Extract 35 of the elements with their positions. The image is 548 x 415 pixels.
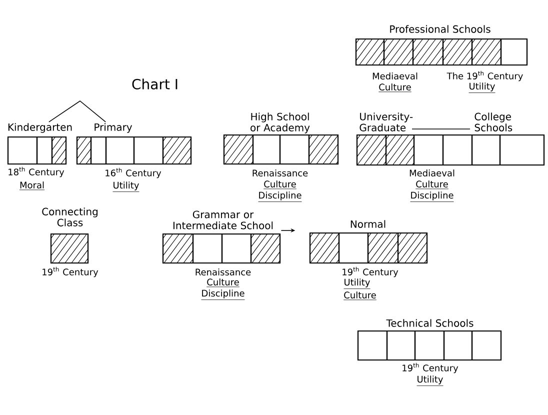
caption-label: Moral (19, 182, 45, 190)
caption-label: 18$^{th}$ Century (8, 166, 64, 178)
caption-label: Culture (378, 84, 412, 92)
caption-label: Utility (468, 82, 496, 93)
connector-line (48, 100, 106, 122)
caption-label: Discipline (258, 192, 302, 202)
heading-label: College Schools (474, 112, 512, 132)
caption-label: The 19$^{th}$ Century (446, 70, 523, 82)
caption-label: Culture (206, 278, 240, 288)
heading-label: Technical Schools (386, 319, 474, 327)
caption-label: Utility (416, 376, 444, 386)
caption-label: 19$^{th}$ Century (402, 362, 458, 374)
caption-label: Mediaeval (410, 170, 454, 176)
caption-label: Culture (415, 180, 449, 190)
heading-label: Kindergarten (8, 123, 72, 133)
caption-label: 19$^{th}$ Century (42, 266, 98, 278)
heading-label: Primary (94, 123, 132, 133)
caption-label: Utility (112, 182, 140, 192)
heading-label: University-Graduate (360, 112, 413, 132)
caption-label: Culture (343, 292, 377, 300)
heading-label: Normal (350, 220, 386, 228)
chart-title: Chart I (132, 78, 178, 90)
heading-label: High School or Academy (250, 112, 310, 134)
caption-label: Mediaeval (372, 72, 418, 80)
caption-label: Renaissance (196, 268, 251, 276)
caption-label: Renaissance (252, 170, 308, 176)
caption-label: 19$^{th}$ Century (342, 266, 398, 278)
heading-label: Professional Schools (390, 25, 490, 33)
caption-label: Utility (344, 278, 370, 289)
heading-label: Grammar or Intermediate School (173, 210, 273, 230)
caption-label: Culture (263, 180, 297, 190)
caption-label: Discipline (201, 290, 245, 300)
caption-label: 16$^{th}$ Century (106, 168, 162, 178)
caption-label: Discipline (410, 192, 454, 202)
heading-label: Connecting Class (42, 208, 98, 226)
